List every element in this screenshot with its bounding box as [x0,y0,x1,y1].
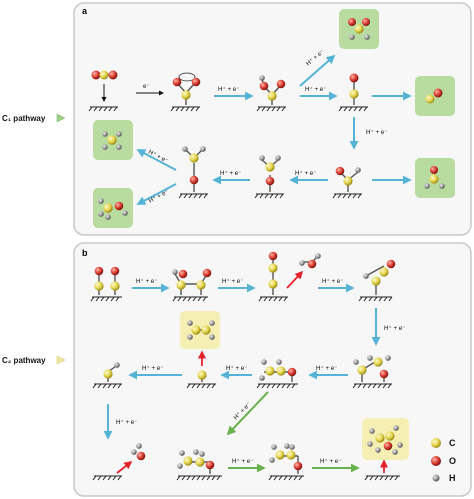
formic-acid-product [348,18,370,40]
rxn-label: H⁺ + e⁻ [320,458,342,465]
catalyst-surface [88,106,118,112]
catalyst-surface [178,193,208,199]
panel-a-frame [73,2,472,236]
rxn-label: H⁺ + e⁻ [316,365,338,372]
catalyst-surface [364,475,400,481]
rxn-label: H⁺ + e⁻ [305,86,327,93]
rxn-label: H⁺ + e⁻ [322,278,344,285]
catalyst-surface [256,106,286,112]
co2-anion-intermediate [172,72,201,105]
panel-a-label: a [82,6,88,16]
desorption-arrow [286,270,304,289]
rxn-label: H⁺ + e⁻ [220,170,242,177]
water-product [131,443,146,461]
catalyst-surface [256,383,298,389]
rxn-label: e⁻ [143,83,150,90]
catalyst-surface [352,383,392,389]
product-box [362,418,409,460]
ccoh-intermediate [268,251,278,295]
reaction-arrow [226,391,269,436]
catalyst-surface [170,106,200,112]
c1-pathway-label: C₁ pathway [2,114,46,123]
atom-legend: C O H [431,438,456,483]
rxn-label: H⁺ + e⁻ [136,278,158,285]
catalyst-surface [186,383,216,389]
co2-molecule [91,70,118,80]
legend-carbon-label: C [449,438,456,448]
reaction-arrow [299,54,336,87]
panel-b-label: b [82,248,88,258]
product-box [93,188,133,228]
hydrogen-atom-icon [432,474,440,482]
desorption-arrow [116,460,133,474]
cooh-intermediate [259,75,286,105]
rxn-label: H⁺ + e⁻ [222,278,244,285]
catalyst-surface [92,383,122,389]
rxn-label: H⁺ + e⁻ [295,170,317,177]
c2-pathway-label: C₂ pathway [2,356,46,365]
two-co-adsorbed [94,266,120,295]
ethanol-product [367,425,403,455]
catalyst-surface [258,296,288,302]
ch-adsorbed [103,362,120,382]
c1-pathway-marker-icon [56,113,66,123]
methane-product [102,131,122,150]
c-adsorbed [197,370,207,382]
c2-pathway-marker-icon [56,355,66,365]
catalyst-surface [358,296,393,302]
reaction-arrow [136,183,177,205]
bridged-c2-intermediate [353,355,391,382]
catalyst-surface [332,193,362,199]
ch2o-intermediate [259,155,281,192]
ethylene-oxide-intermediate [259,359,297,382]
ethoxy-intermediate [177,449,215,474]
ococ-dimer [172,268,212,295]
reaction-arrow [136,149,177,171]
ccho-intermediate [363,259,396,295]
rxn-label: H⁺ + e⁻ [366,129,388,136]
catalyst-surface [176,475,222,481]
catalyst-surface [254,193,284,199]
catalyst-surface [92,475,122,481]
rxn-label: H⁺ + e⁻ [116,419,138,426]
methanol-product [98,198,128,220]
rxn-label: H⁺ + e⁻ [384,325,406,332]
ethanol-adsorbed [269,443,303,474]
catalyst-surface [338,106,368,112]
rxn-label: H⁺ + e⁻ [232,458,254,465]
catalyst-surface [90,296,122,302]
rxn-label: H⁺ + e⁻ [226,365,248,372]
c2-pathway-scheme: H⁺ + e⁻ H⁺ + e⁻ H⁺ + e⁻ H⁺ + e⁻ H⁺ + e⁻ … [90,251,456,483]
catalyst-surface [172,296,208,302]
cho-intermediate [335,166,361,192]
rxn-label: H⁺ + e⁻ [218,86,240,93]
legend-oxygen-label: O [449,456,456,466]
och3-intermediate [182,146,206,192]
legend-hydrogen-label: H [449,473,456,483]
ethylene-product [187,320,215,340]
formaldehyde-product [424,166,445,189]
rxn-label: H⁺ + e⁻ [142,365,164,372]
co-product [425,88,443,104]
water-leaving [299,253,321,269]
catalyst-surface [268,475,304,481]
carbon-atom-icon [431,438,441,448]
oxygen-atom-icon [431,456,441,466]
co-adsorbed [349,73,359,105]
